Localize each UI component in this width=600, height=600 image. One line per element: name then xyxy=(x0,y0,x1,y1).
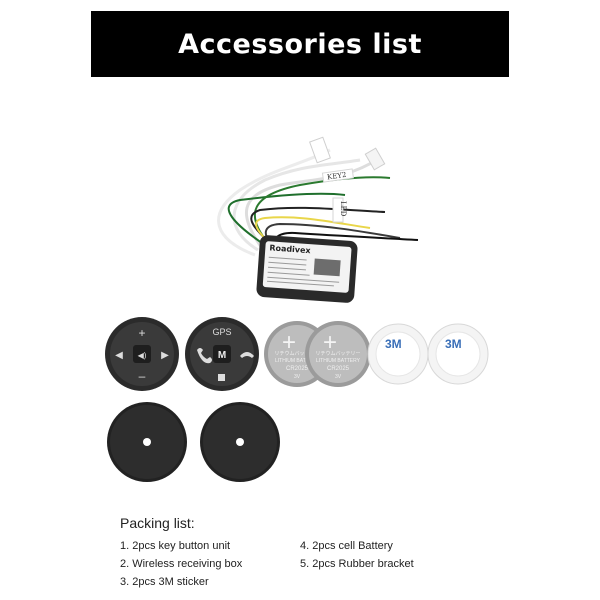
mode-label: M xyxy=(218,350,226,361)
battery-line2: LITHIUM BATTERY xyxy=(275,358,320,364)
battery-plus-icon: + xyxy=(323,329,337,356)
packing-list-title: Packing list: xyxy=(120,515,195,531)
battery-plus-icon: + xyxy=(282,329,296,356)
list-item: 4. 2pcs cell Battery xyxy=(300,540,393,552)
battery-voltage: 3V xyxy=(335,374,342,380)
list-item: 2. Wireless receiving box xyxy=(120,558,243,570)
rubber-bracket-1 xyxy=(107,402,187,482)
key-button-unit-volume: + – ◀ ▶ ◀) xyxy=(105,317,179,391)
sticker-3m-2: 3M xyxy=(427,323,489,385)
list-item: 1. 2pcs key button unit xyxy=(120,540,231,552)
phone-answer-icon xyxy=(197,348,212,364)
battery-line1: リチウムバッテリー xyxy=(274,350,319,357)
list-item: 3. 2pcs 3M sticker xyxy=(120,576,209,588)
battery-model: CR2025 xyxy=(327,366,350,372)
packing-list: 1. 2pcs key button unit 4. 2pcs cell Bat… xyxy=(120,539,450,589)
page-banner: Accessories list xyxy=(91,11,509,77)
sticker-3m-logo: 3M xyxy=(445,337,462,351)
gps-label: GPS xyxy=(212,327,231,337)
wire-label-key2: KEY2 xyxy=(327,171,347,182)
battery-model: CR2025 xyxy=(286,366,309,372)
battery-line2: LITHIUM BATTERY xyxy=(316,358,361,364)
battery-voltage: 3V xyxy=(294,374,301,380)
wire-label-led: LED xyxy=(339,201,347,217)
phone-hangup-icon xyxy=(240,352,254,358)
list-item: 5. 2pcs Rubber bracket xyxy=(300,558,414,570)
battery-line1: リチウムバッテリー xyxy=(315,350,360,357)
next-icon: ▶ xyxy=(161,350,169,361)
receiver-brand: Roadivex xyxy=(269,243,312,255)
cell-battery-2: + リチウムバッテリー LITHIUM BATTERY CR2025 3V xyxy=(305,321,371,387)
sticker-3m-logo: 3M xyxy=(385,337,402,351)
minus-icon: – xyxy=(139,369,146,383)
sticker-3m-1: 3M xyxy=(367,323,429,385)
wireless-receiving-box: Roadivex xyxy=(256,235,358,303)
prev-icon: ◀ xyxy=(115,350,123,361)
key-button-unit-gps: GPS M xyxy=(185,317,259,391)
volume-icon: ◀) xyxy=(138,351,147,360)
plus-icon: + xyxy=(138,326,145,340)
rubber-bracket-2 xyxy=(200,402,280,482)
stop-icon xyxy=(218,374,225,381)
banner-title: Accessories list xyxy=(178,28,422,60)
